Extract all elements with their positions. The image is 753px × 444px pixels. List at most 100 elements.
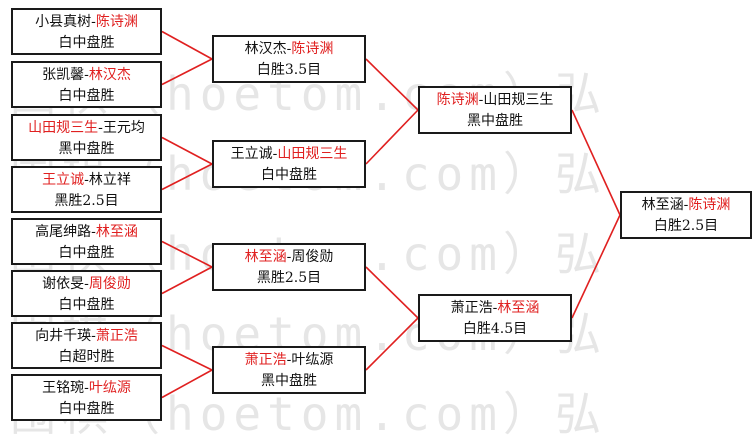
connector-line xyxy=(161,369,213,399)
player-name: 陈诗渊 xyxy=(291,41,334,57)
match-result: 黑中盘胜 xyxy=(467,113,523,129)
match-box-round3-1: 陈诗渊-山田规三生黑中盘胜 xyxy=(418,86,572,134)
connector-line xyxy=(161,136,213,165)
matchup-line: 小县真树-陈诗渊 xyxy=(13,12,160,33)
match-box-round1-8: 王铭琬-叶纮源白中盘胜 xyxy=(11,374,162,421)
match-box-round1-2: 张凯馨-林汉杰白中盘胜 xyxy=(11,61,162,108)
player-name: 王元均 xyxy=(102,120,145,136)
player-name: 林至涵 xyxy=(244,249,287,265)
match-box-round1-7: 向井千瑛-萧正浩白超时胜 xyxy=(11,322,162,369)
player-name: 林至涵 xyxy=(95,224,138,240)
matchup-line: 王立诚-山田规三生 xyxy=(214,144,364,165)
connector-line xyxy=(571,109,621,216)
match-result: 白中盘胜 xyxy=(261,167,317,183)
matchup-line: 向井千瑛-萧正浩 xyxy=(13,326,160,347)
match-box-round1-1: 小县真树-陈诗渊白中盘胜 xyxy=(11,8,162,55)
player-name: 叶纮源 xyxy=(88,380,131,396)
separator-dash: - xyxy=(98,120,103,136)
separator-dash: - xyxy=(84,380,89,396)
match-box-round2-4: 萧正浩-叶纮源黑中盘胜 xyxy=(212,346,366,394)
match-result: 白中盘胜 xyxy=(58,401,115,417)
matchup-line: 张凯馨-林汉杰 xyxy=(13,65,160,86)
connector-line xyxy=(365,58,419,111)
connector-line xyxy=(161,344,213,371)
separator-dash: - xyxy=(492,300,498,316)
match-result: 白胜2.5目 xyxy=(653,218,719,234)
separator-dash: - xyxy=(91,224,96,240)
separator-dash: - xyxy=(683,197,689,213)
matchup-line: 林汉杰-陈诗渊 xyxy=(214,39,364,60)
player-name: 小县真树 xyxy=(35,14,92,30)
player-name: 高尾绅路 xyxy=(35,224,92,240)
matchup-line: 萧正浩-叶纮源 xyxy=(214,350,364,371)
match-box-round2-3: 林至涵-周俊勋黑胜2.5目 xyxy=(212,243,366,291)
player-name: 周俊勋 xyxy=(291,249,334,265)
matchup-line: 王立诚-林立祥 xyxy=(13,170,160,191)
player-name: 叶纮源 xyxy=(291,352,334,368)
match-result: 黑胜2.5目 xyxy=(54,193,119,209)
player-name: 王铭琬 xyxy=(42,380,85,396)
player-name: 向井千瑛 xyxy=(35,328,92,344)
bracket-diagram: 围棋（hoetom.com）弘 围棋（hoetom.com）弘 围棋（hoeto… xyxy=(10,8,752,441)
separator-dash: - xyxy=(84,276,89,292)
separator-dash: - xyxy=(91,14,96,30)
player-name: 林至涵 xyxy=(641,197,684,213)
match-result: 白中盘胜 xyxy=(58,297,115,313)
match-box-round2-1: 林汉杰-陈诗渊白胜3.5目 xyxy=(212,35,366,83)
player-name: 林至涵 xyxy=(497,300,540,316)
match-box-round1-5: 高尾绅路-林至涵白中盘胜 xyxy=(11,218,162,265)
match-box-round1-4: 王立诚-林立祥黑胜2.5目 xyxy=(11,166,162,213)
matchup-line: 陈诗渊-山田规三生 xyxy=(420,90,570,111)
player-name: 萧正浩 xyxy=(244,352,287,368)
matchup-line: 林至涵-陈诗渊 xyxy=(622,195,750,216)
connector-line xyxy=(365,266,419,319)
separator-dash: - xyxy=(286,352,292,368)
player-name: 萧正浩 xyxy=(450,300,493,316)
player-name: 林汉杰 xyxy=(244,41,287,57)
player-name: 周俊勋 xyxy=(88,276,131,292)
match-result: 白中盘胜 xyxy=(58,88,115,104)
player-name: 山田规三生 xyxy=(483,92,554,108)
player-name: 萧正浩 xyxy=(95,328,138,344)
matchup-line: 林至涵-周俊勋 xyxy=(214,247,364,268)
player-name: 陈诗渊 xyxy=(95,14,138,30)
match-result: 黑中盘胜 xyxy=(261,373,317,389)
separator-dash: - xyxy=(84,67,89,83)
player-name: 王立诚 xyxy=(230,146,273,162)
player-name: 王立诚 xyxy=(42,172,85,188)
match-box-round3-2: 萧正浩-林至涵白胜4.5目 xyxy=(418,294,572,342)
match-result: 白胜4.5目 xyxy=(462,321,528,337)
separator-dash: - xyxy=(272,146,278,162)
connector-line xyxy=(571,214,621,319)
match-result: 白中盘胜 xyxy=(58,245,115,261)
match-box-round1-6: 谢依旻-周俊勋白中盘胜 xyxy=(11,270,162,317)
match-box-round1-3: 山田规三生-王元均黑中盘胜 xyxy=(11,114,162,161)
player-name: 山田规三生 xyxy=(28,120,99,136)
match-box-final-1: 林至涵-陈诗渊白胜2.5目 xyxy=(620,191,752,239)
separator-dash: - xyxy=(84,172,89,188)
player-name: 山田规三生 xyxy=(277,146,348,162)
connector-line xyxy=(365,109,419,165)
match-result: 白中盘胜 xyxy=(58,35,115,51)
bracket-connector-lines xyxy=(161,30,621,399)
player-name: 陈诗渊 xyxy=(436,92,479,108)
separator-dash: - xyxy=(286,41,292,57)
match-result: 黑胜2.5目 xyxy=(256,270,322,286)
connector-line xyxy=(161,163,213,191)
separator-dash: - xyxy=(286,249,292,265)
player-name: 林汉杰 xyxy=(88,67,131,83)
player-name: 陈诗渊 xyxy=(688,197,731,213)
matchup-line: 萧正浩-林至涵 xyxy=(420,298,570,319)
player-name: 林立祥 xyxy=(88,172,131,188)
connector-line xyxy=(161,240,213,268)
match-result: 白胜3.5目 xyxy=(256,62,322,78)
connector-line xyxy=(365,317,419,371)
match-result: 黑中盘胜 xyxy=(58,141,115,157)
match-result: 白超时胜 xyxy=(58,349,115,365)
matchup-line: 山田规三生-王元均 xyxy=(13,118,160,139)
connector-line xyxy=(161,58,213,86)
connector-line xyxy=(161,266,213,295)
match-box-round2-2: 王立诚-山田规三生白中盘胜 xyxy=(212,140,366,188)
matchup-line: 王铭琬-叶纮源 xyxy=(13,378,160,399)
player-name: 张凯馨 xyxy=(42,67,85,83)
